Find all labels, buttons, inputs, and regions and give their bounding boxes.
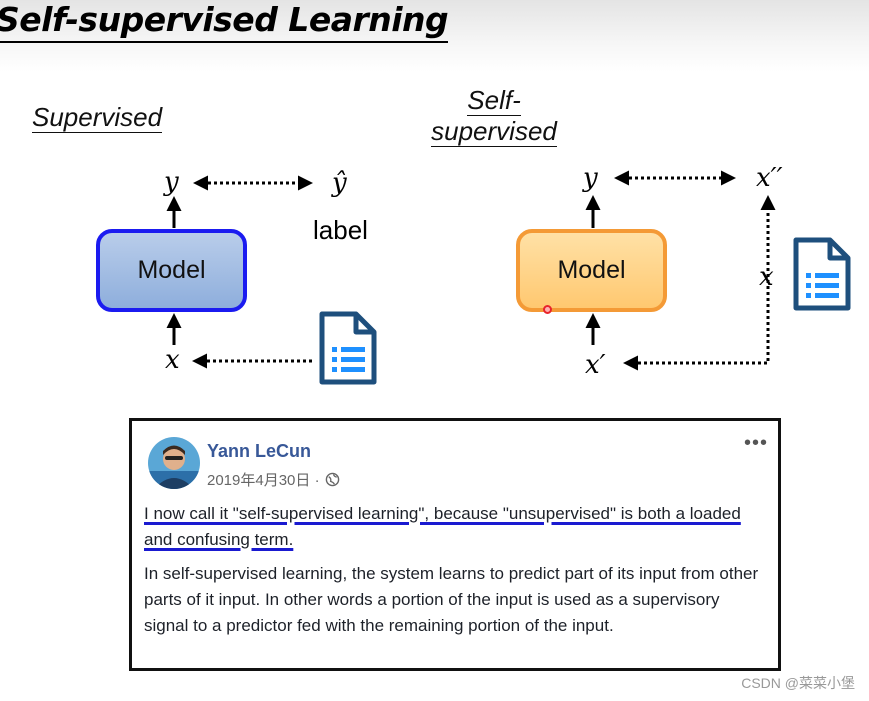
more-icon[interactable]: ••• [743,432,768,454]
supervised-heading: Supervised [32,102,163,133]
post-quote-text: I now call it "self-supervised learning"… [144,504,741,549]
self-output-y: y [583,163,598,193]
slide-title: Self-supervised Learning [0,0,449,43]
sup-output-y: y [164,167,179,197]
avatar[interactable] [148,437,200,489]
post-quote: I now call it "self-supervised learning"… [144,501,764,553]
post-card: Yann LeCun 2019年4月30日 · ••• I now call i… [129,418,781,671]
self-target-x2: x′′ [756,163,783,193]
post-author[interactable]: Yann LeCun [207,441,312,461]
document-icon [793,237,851,311]
sup-target-label: label [313,215,368,245]
self-supervised-heading-line2: supervised [431,116,557,148]
sup-input-x: x [165,345,180,375]
document-icon [319,311,377,385]
self-supervised-heading: Self- supervised [424,85,564,148]
self-input-xprime: x′ [585,350,606,380]
laser-pointer-icon [543,305,552,314]
post-date[interactable]: 2019年4月30日 · [207,469,340,490]
sup-target-yhat: ŷ [332,168,347,198]
supervised-model-box: Model [96,229,247,312]
post-date-text: 2019年4月30日 · [207,472,320,489]
title-band [0,0,869,72]
watermark: CSDN @菜菜小堡 [741,675,855,691]
supervised-heading-text: Supervised [32,102,163,133]
self-supervised-model-box: Model [516,229,667,312]
post-body: In self-supervised learning, the system … [144,564,759,635]
self-supervised-model-label: Model [557,256,626,284]
globe-icon [325,472,339,487]
self-supervised-heading-line1: Self- [467,85,521,116]
self-side-x: x [759,262,774,292]
supervised-model-label: Model [137,256,206,284]
